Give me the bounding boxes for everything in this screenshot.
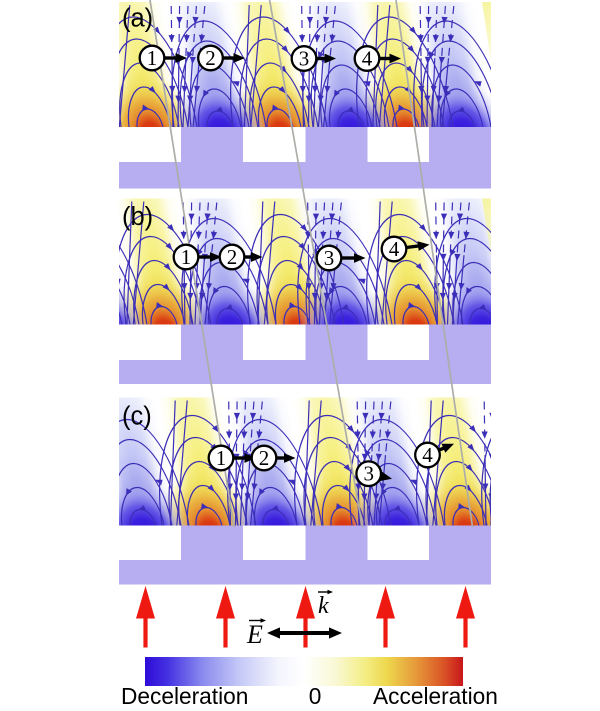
svg-text:(b): (b): [122, 203, 153, 231]
svg-text:2: 2: [227, 245, 238, 269]
svg-text:3: 3: [324, 246, 335, 270]
svg-text:Deceleration: Deceleration: [121, 683, 248, 709]
svg-text:(c): (c): [122, 402, 152, 430]
svg-text:2: 2: [259, 446, 270, 470]
svg-text:4: 4: [362, 47, 373, 71]
svg-text:4: 4: [389, 237, 400, 261]
svg-text:(a): (a): [122, 5, 153, 33]
svg-text:2: 2: [205, 46, 216, 70]
svg-text:1: 1: [181, 245, 192, 269]
svg-text:3: 3: [363, 462, 374, 486]
svg-text:4: 4: [422, 443, 433, 467]
svg-text:1: 1: [216, 446, 227, 470]
svg-text:0: 0: [309, 683, 322, 709]
svg-text:E: E: [246, 620, 263, 649]
svg-text:k: k: [318, 593, 329, 619]
svg-text:3: 3: [299, 47, 310, 71]
svg-text:1: 1: [147, 46, 158, 70]
svg-text:Acceleration: Acceleration: [373, 683, 498, 709]
